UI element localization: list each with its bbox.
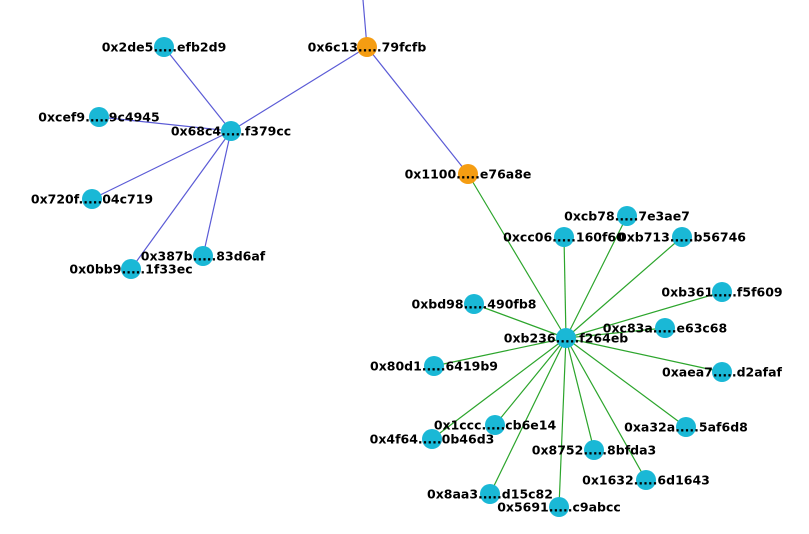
graph-edge [163, 46, 232, 132]
graph-node[interactable] [480, 484, 500, 504]
graph-edges [91, 46, 723, 508]
graph-edge [558, 337, 567, 508]
graph-edge [565, 236, 683, 339]
graph-node[interactable] [636, 470, 656, 490]
graph-edge [230, 46, 368, 132]
node-label: 0x0bb9.....1f33ec [69, 262, 192, 277]
graph-node[interactable] [89, 107, 109, 127]
graph-node[interactable] [712, 362, 732, 382]
node-label: 0xb713.....b56746 [618, 230, 746, 245]
graph-edge [366, 46, 469, 175]
graph-edge [565, 327, 666, 339]
graph-labels: 0x6c13.....79fcfb 0x68c4.....f379cc 0x2de5… [31, 40, 783, 515]
graph-node[interactable] [464, 294, 484, 314]
graph-edge [565, 337, 647, 481]
graph-edge [494, 337, 567, 426]
node-label: 0x1ccc.....cb6e14 [434, 418, 557, 433]
graph-edge [563, 236, 567, 339]
graph-edge [565, 291, 723, 339]
node-label: 0xcc06.....160f60 [503, 230, 625, 245]
graph-edge [565, 337, 723, 373]
graph-edge [467, 173, 567, 339]
graph-node[interactable] [121, 259, 141, 279]
graph-node[interactable] [676, 417, 696, 437]
graph-edge [98, 116, 232, 132]
graph-node[interactable] [584, 440, 604, 460]
graph-node[interactable] [617, 206, 637, 226]
node-label: 0xb236.....f264eb [504, 331, 629, 346]
node-label: 0x4f64.....0b46d3 [370, 432, 495, 447]
graph-edge [431, 337, 567, 440]
graph-edge [130, 130, 232, 270]
node-label: 0x387b.....83d6af [141, 249, 266, 264]
graph-edge [91, 130, 232, 200]
graph-edge [565, 215, 628, 339]
graph-node[interactable] [549, 497, 569, 517]
graph-node[interactable] [154, 37, 174, 57]
node-label: 0xa32a.....5af6d8 [624, 420, 748, 435]
node-label: 0xb361.....f5f609 [661, 285, 782, 300]
graph-edge [202, 130, 232, 257]
graph-node[interactable] [221, 121, 241, 141]
graph-node[interactable] [422, 429, 442, 449]
graph-nodes [82, 37, 732, 517]
node-label: 0x68c4.....f379cc [171, 124, 291, 139]
graph-node[interactable] [554, 227, 574, 247]
node-label: 0x1100.....e76a8e [405, 167, 532, 182]
node-label: 0x80d1.....6419b9 [370, 359, 498, 374]
node-label: 0xcef9.....9c4945 [38, 110, 159, 125]
node-label: 0x1632.....6d1643 [582, 473, 710, 488]
graph-node[interactable] [458, 164, 478, 184]
graph-node[interactable] [712, 282, 732, 302]
graph-node[interactable] [357, 37, 377, 57]
graph-edge [473, 303, 567, 339]
graph-node[interactable] [193, 246, 213, 266]
node-label: 0x5691.....c9abcc [497, 500, 621, 515]
graph-edge [565, 337, 687, 428]
node-label: 0xcb78.....7e3ae7 [564, 209, 690, 224]
node-label: 0xbd98.....490fb8 [412, 297, 537, 312]
graph-node[interactable] [82, 189, 102, 209]
node-label: 0xc83a.....e63c68 [603, 321, 727, 336]
graph-edge [565, 337, 595, 451]
graph-node[interactable] [556, 328, 576, 348]
node-label: 0x720f.....04c719 [31, 192, 153, 207]
graph-node[interactable] [672, 227, 692, 247]
node-label: 0x6c13.....79fcfb [308, 40, 427, 55]
graph-node[interactable] [485, 415, 505, 435]
graph-node[interactable] [424, 356, 444, 376]
graph-edge [433, 337, 567, 367]
graph-node[interactable] [655, 318, 675, 338]
node-label: 0x8aa3.....d15c82 [427, 487, 553, 502]
node-label: 0x8752.....8bfda3 [532, 443, 656, 458]
node-label: 0xaea7.....d2afaf [662, 365, 783, 380]
node-label: 0x2de5.....efb2d9 [102, 40, 227, 55]
graph-edge [489, 337, 567, 495]
